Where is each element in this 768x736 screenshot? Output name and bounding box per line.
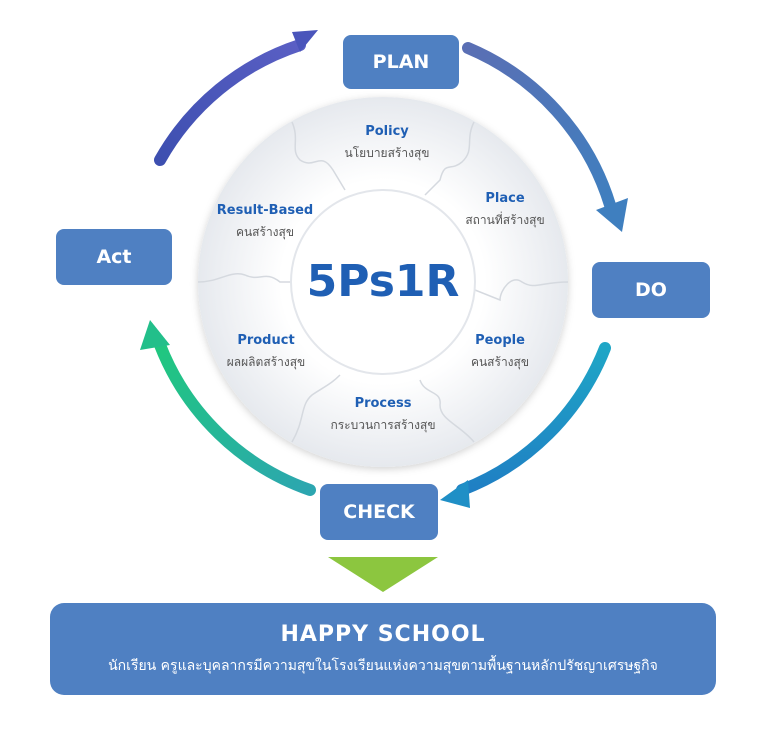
act-box: Act [56,229,172,285]
segment-label-th: คนสร้างสุข [471,355,529,370]
segment-label-th: กระบวนการสร้างสุข [330,418,435,433]
center-hub [290,189,476,375]
segment-place: Place สถานที่สร้างสุข [465,191,544,228]
arrowhead-plan-icon [292,30,318,52]
segment-label-en: Result-Based [217,203,313,218]
panel-subtitle: นักเรียน ครูและบุคลากรมีความสุขในโรงเรีย… [108,657,658,674]
do-label: DO [635,279,667,301]
segment-people: People คนสร้างสุข [471,333,529,370]
segment-label-en: Place [485,191,524,206]
arrow-act-to-plan [154,39,306,166]
arrow-check-to-act [154,339,316,496]
segment-result-based: Result-Based คนสร้างสุข [217,203,313,240]
segment-policy: Policy นโยบายสร้างสุข [345,124,430,161]
segment-label-th: สถานที่สร้างสุข [465,211,544,228]
segment-label-en: Policy [365,124,409,139]
segment-product: Product ผลผลิตสร้างสุข [227,333,305,370]
arrow-do-to-check [456,342,611,496]
segment-label-th: ผลผลิตสร้างสุข [227,355,305,370]
down-triangle-icon [328,557,438,592]
segment-label-th: นโยบายสร้างสุข [345,146,430,161]
check-label: CHECK [343,501,415,523]
segment-label-th: คนสร้างสุข [236,225,294,240]
do-box: DO [592,262,710,318]
plan-label: PLAN [372,51,430,73]
segment-label-en: Process [355,396,412,411]
center-title: 5Ps1R [307,256,460,307]
happy-school-panel: HAPPY SCHOOL นักเรียน ครูและบุคลากรมีควา… [50,603,716,695]
puzzle-dividers [197,121,569,443]
arrowhead-act-icon [140,320,170,350]
segment-label-en: Product [237,333,294,348]
act-label: Act [96,246,132,268]
panel-title: HAPPY SCHOOL [280,621,486,647]
arrowhead-check-icon [440,480,470,508]
arrowhead-do-icon [596,198,628,232]
plan-box: PLAN [343,35,459,89]
segment-label-en: People [475,333,525,348]
segment-process: Process กระบวนการสร้างสุข [330,396,435,433]
arrow-plan-to-do [462,42,616,211]
check-box: CHECK [320,484,438,540]
